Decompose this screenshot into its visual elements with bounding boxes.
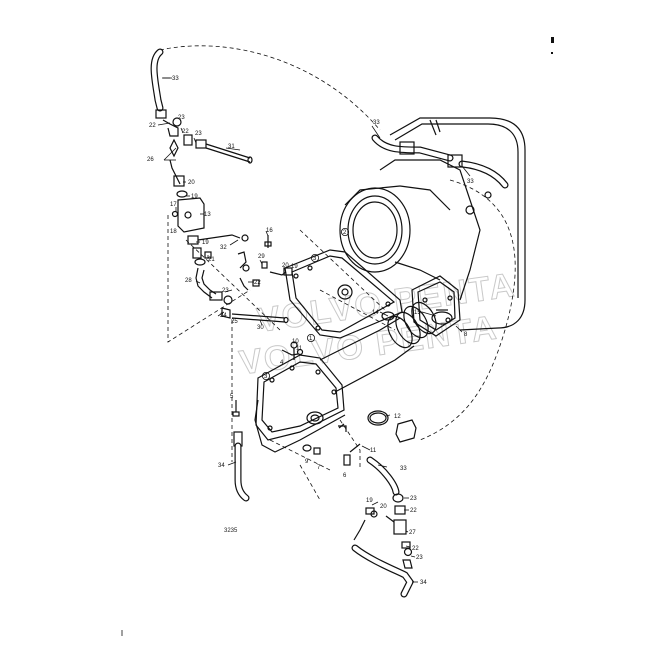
fitting-stack-lower-right	[351, 456, 415, 598]
label-30: 30	[257, 325, 264, 331]
bolts-10-11-4	[281, 341, 304, 360]
leader-lines	[157, 77, 471, 583]
label-23: 23	[410, 496, 417, 502]
label-19: 19	[366, 498, 373, 504]
label-22: 22	[254, 280, 261, 286]
fitting-stack-left	[155, 109, 289, 324]
hose-34-left	[232, 400, 250, 502]
label-27: 27	[409, 530, 416, 536]
label-12: 12	[394, 414, 401, 420]
label-20: 20	[380, 504, 387, 510]
drive-housing	[339, 117, 526, 337]
label-22: 22	[410, 508, 417, 514]
label-33: 33	[467, 179, 474, 185]
label-4: 4	[280, 360, 284, 366]
figure-number: 3235	[224, 528, 238, 534]
label-8: 8	[464, 332, 468, 338]
callout-circle-3b	[261, 371, 270, 380]
label-1: 1	[309, 336, 313, 342]
callout-circle-3	[310, 253, 319, 262]
label-29: 29	[258, 254, 265, 260]
label-22: 22	[182, 129, 189, 135]
label-34: 34	[420, 580, 427, 586]
label-20: 20	[188, 180, 195, 186]
part-labels: 33 22 23 22 23 31 26 20 19 17 13 18 19 3…	[147, 76, 474, 586]
label-31: 31	[228, 144, 235, 150]
bolts-16-29	[237, 235, 293, 291]
label-28: 28	[185, 278, 192, 284]
label-33: 33	[373, 120, 380, 126]
label-21: 21	[208, 257, 215, 263]
assembly-guide-lines	[159, 45, 516, 501]
label-33: 33	[172, 76, 179, 82]
label-18: 18	[170, 229, 177, 235]
label-19: 19	[291, 264, 298, 270]
label-14: 14	[372, 310, 379, 316]
label-3: 3	[313, 256, 317, 262]
hose-33-upper-left	[150, 48, 172, 112]
seal-ring-12	[367, 410, 417, 443]
label-23: 23	[416, 555, 423, 561]
label-23: 23	[178, 115, 185, 121]
label-10: 10	[292, 339, 299, 345]
label-19: 19	[202, 240, 209, 246]
heat-exchanger-body	[254, 354, 346, 453]
label-26: 26	[147, 157, 154, 163]
hose-33-upper-right	[371, 134, 509, 189]
label-19: 19	[191, 194, 198, 200]
label-34: 34	[218, 463, 225, 469]
label-33: 33	[400, 466, 407, 472]
callout-circle-2	[340, 227, 349, 236]
label-11: 11	[296, 346, 303, 352]
label-9: 9	[305, 459, 309, 465]
label-32: 32	[220, 245, 227, 251]
bolts-9-7-11-6	[302, 423, 361, 466]
callout-circle-1	[306, 333, 315, 342]
label-23: 23	[222, 288, 229, 294]
label-25: 25	[231, 319, 238, 325]
label-22: 22	[412, 546, 419, 552]
label-23: 23	[195, 131, 202, 137]
label-20: 20	[282, 263, 289, 269]
label-6: 6	[343, 473, 347, 479]
label-17: 17	[170, 202, 177, 208]
label-11: 11	[370, 448, 377, 454]
label-3: 3	[264, 374, 268, 380]
label-24: 24	[220, 313, 227, 319]
label-7: 7	[317, 465, 321, 471]
page-edge-marks	[121, 37, 554, 636]
label-16: 16	[266, 228, 273, 234]
label-5: 5	[230, 394, 234, 400]
label-15: 15	[414, 310, 421, 316]
label-22: 22	[149, 123, 156, 129]
label-2: 2	[343, 230, 347, 236]
oil-cooler-tube	[319, 301, 453, 393]
label-13: 13	[204, 212, 211, 218]
